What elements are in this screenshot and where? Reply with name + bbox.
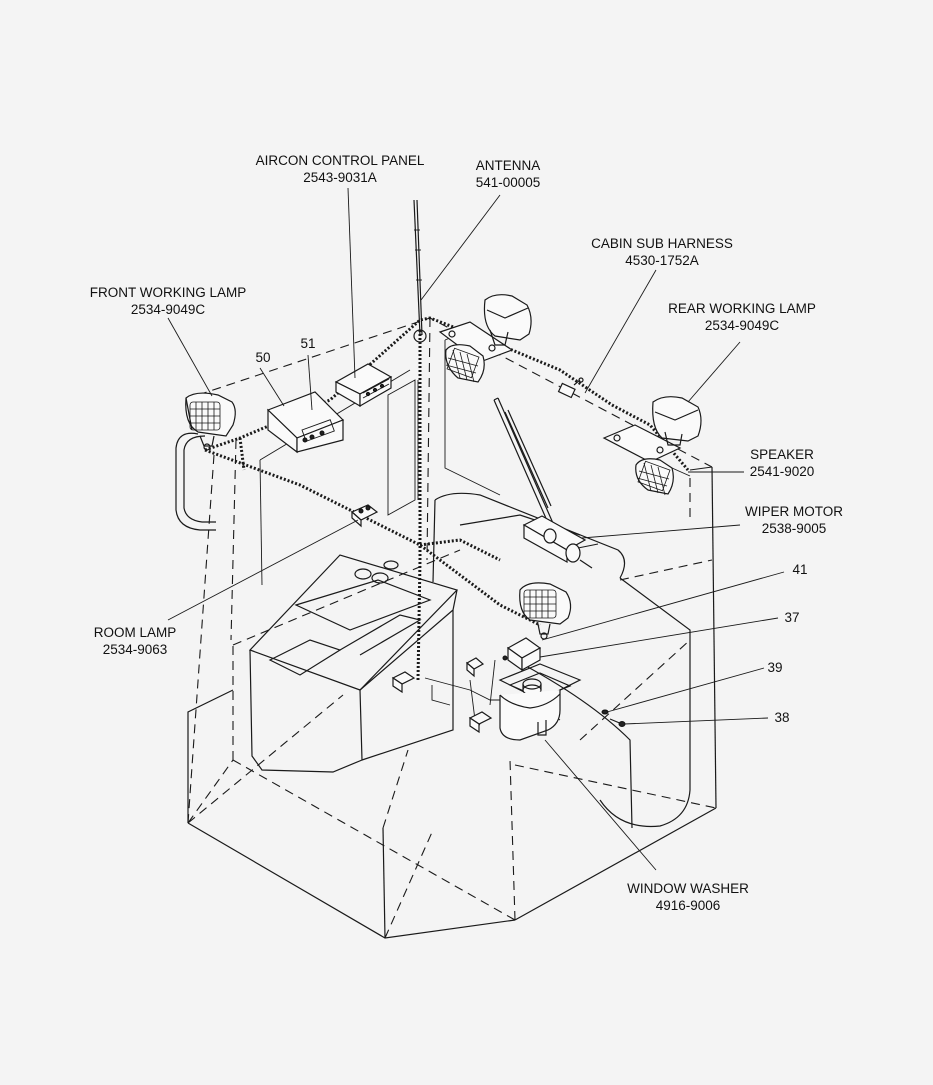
front-lamp-label-name: FRONT WORKING LAMP — [90, 285, 247, 300]
rear-lamp-label-part: 2534-9049C — [705, 318, 780, 333]
speaker-label-part: 2541-9020 — [750, 464, 815, 479]
aircon-label-name: AIRCON CONTROL PANEL — [256, 153, 425, 168]
rear-working-lamp-top — [438, 294, 532, 383]
aircon-control-panel-part — [334, 363, 416, 516]
window-washer-label-part: 4916-9006 — [656, 898, 721, 913]
operator-console — [248, 492, 691, 829]
callout-38: 38 — [774, 710, 789, 725]
radio-part-50 — [266, 391, 345, 454]
harness-connector-part — [557, 377, 584, 399]
wiper-motor-label-part: 2538-9005 — [762, 521, 827, 536]
antenna-label-name: ANTENNA — [476, 158, 541, 173]
window-washer-part — [498, 663, 582, 741]
wiper-arm-part — [493, 397, 557, 533]
rear-lamp-label-name: REAR WORKING LAMP — [668, 301, 816, 316]
part-labels: AIRCON CONTROL PANEL 2543-9031A ANTENNA … — [90, 153, 844, 913]
wiper-motor-label-name: WIPER MOTOR — [745, 504, 843, 519]
speaker-part — [635, 458, 691, 496]
room-lamp-part — [350, 504, 379, 528]
aircon-label-part: 2543-9031A — [303, 170, 377, 185]
callout-39: 39 — [767, 660, 782, 675]
wiper-motor-part — [522, 515, 599, 569]
front-lamp-lower-part — [519, 582, 572, 640]
rear-working-lamp-right — [602, 396, 702, 463]
cabin-harness-label-name: CABIN SUB HARNESS — [591, 236, 733, 251]
front-working-lamp-part — [175, 392, 236, 531]
antenna-part — [413, 199, 427, 343]
callout-50: 50 — [255, 350, 270, 365]
window-washer-label-name: WINDOW WASHER — [627, 881, 749, 896]
callout-37: 37 — [784, 610, 799, 625]
callout-numbers: 50 51 41 37 39 38 — [255, 336, 807, 725]
antenna-label-part: 541-00005 — [476, 175, 541, 190]
room-lamp-label-part: 2534-9063 — [103, 642, 168, 657]
relay-box-part-37 — [502, 637, 542, 672]
misc-connectors — [391, 657, 626, 734]
callout-51: 51 — [300, 336, 315, 351]
leader-lines — [167, 187, 785, 871]
front-lamp-label-part: 2534-9049C — [131, 302, 206, 317]
cabin-harness-label-part: 4530-1752A — [625, 253, 699, 268]
speaker-label-name: SPEAKER — [750, 447, 814, 462]
callout-41: 41 — [792, 562, 807, 577]
room-lamp-label-name: ROOM LAMP — [94, 625, 177, 640]
cabin-frame — [187, 317, 717, 939]
